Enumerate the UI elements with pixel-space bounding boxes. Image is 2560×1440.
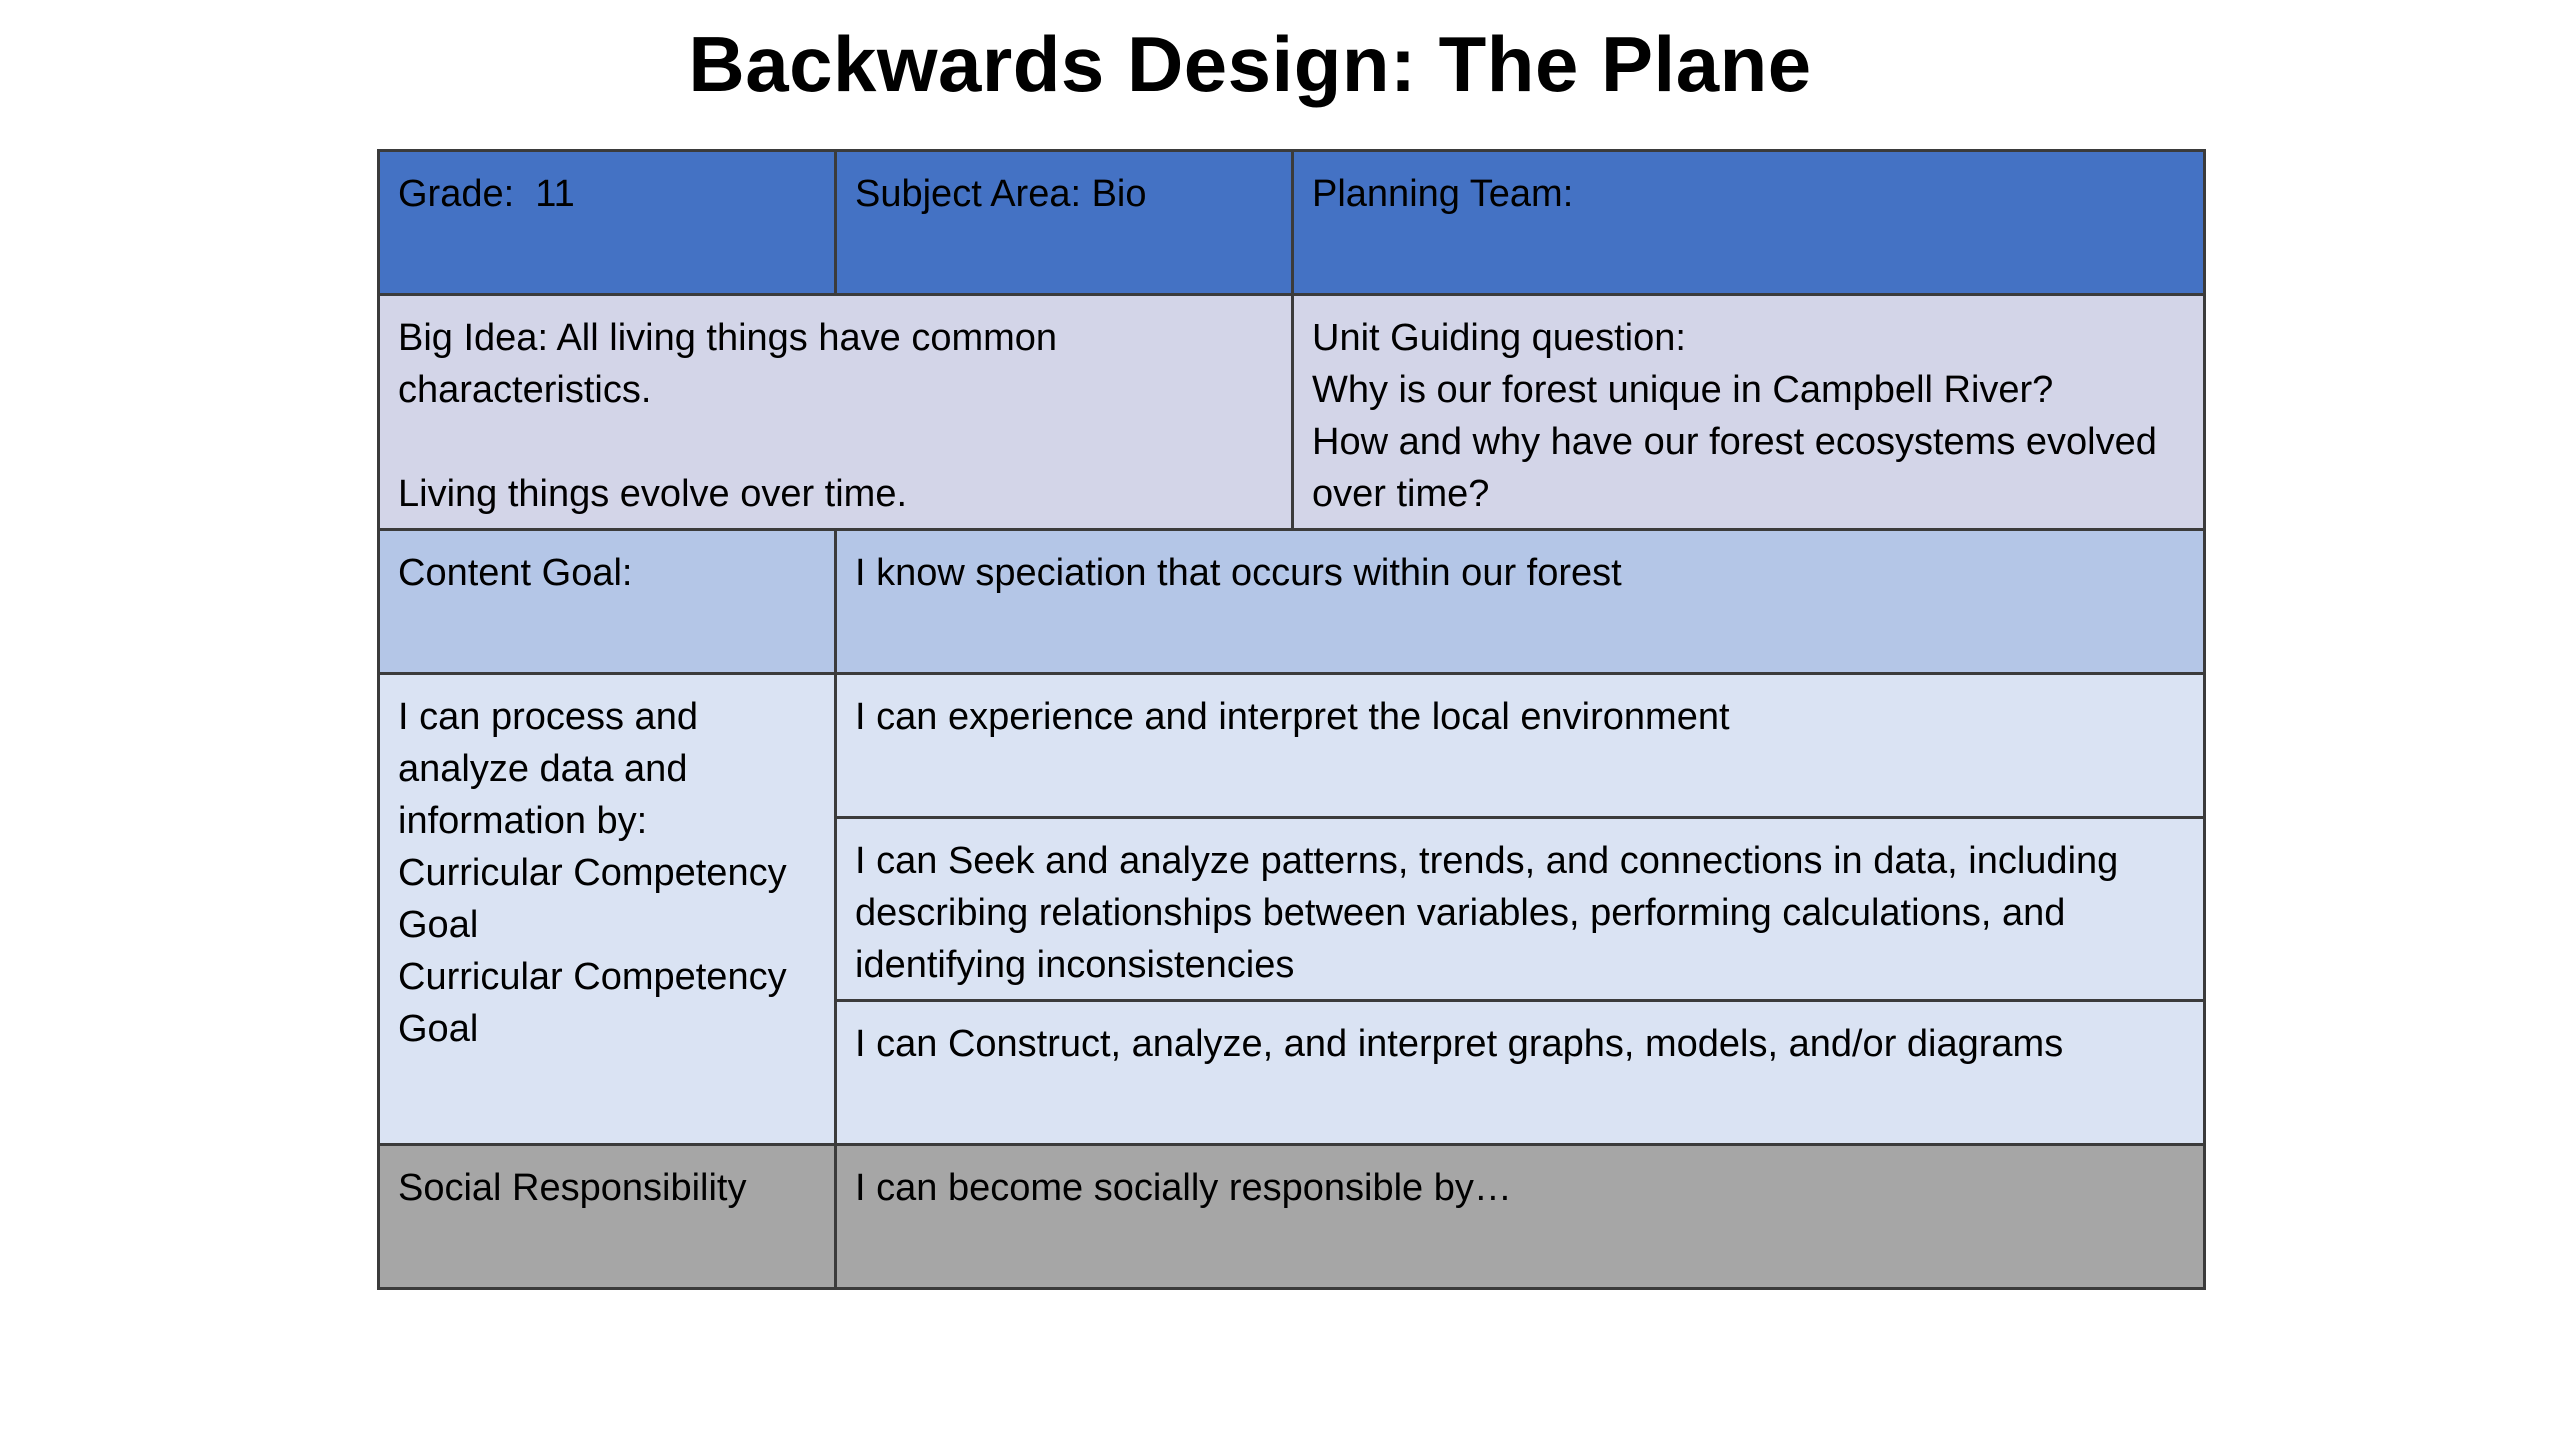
competency-item-1: I can experience and interpret the local…	[855, 696, 1730, 738]
guiding-question-1: Why is our forest unique in Campbell Riv…	[1312, 369, 2054, 411]
competency-item-cell-3: I can Construct, analyze, and interpret …	[834, 999, 2206, 1146]
competency-row-3: I can Construct, analyze, and interpret …	[379, 999, 2206, 1146]
competency-item-cell-1: I can experience and interpret the local…	[834, 672, 2206, 819]
guiding-question-2: How and why have our forest ecosystems e…	[1312, 421, 2157, 515]
social-responsibility-row: Social Responsibility I can become socia…	[377, 1143, 2206, 1290]
slide-title: Backwards Design: The Plane	[688, 20, 1812, 108]
content-goal-label: Content Goal:	[398, 552, 633, 594]
guiding-question-cell: Unit Guiding question: Why is our forest…	[1291, 293, 2206, 531]
grade-cell: Grade: 11	[377, 149, 837, 296]
grade-text: Grade: 11	[398, 173, 575, 215]
competency-item-cell-2: I can Seek and analyze patterns, trends,…	[834, 816, 2206, 1002]
competency-row-2: I can Seek and analyze patterns, trends,…	[379, 816, 2206, 1002]
competency-intro: I can process and analyze data and infor…	[398, 696, 698, 842]
competency-label-cell: I can process and analyze data and infor…	[377, 672, 837, 1146]
social-responsibility-text: I can become socially responsible by…	[855, 1167, 1512, 1209]
competency-item-3: I can Construct, analyze, and interpret …	[855, 1023, 2064, 1065]
big-idea-text: Big Idea: All living things have common …	[398, 317, 1058, 411]
social-responsibility-label-cell: Social Responsibility	[377, 1143, 837, 1290]
header-row: Grade: 11 Subject Area: Bio Planning Tea…	[377, 149, 2206, 296]
subject-area-text: Subject Area: Bio	[855, 173, 1147, 215]
competency-goal-2-label: Curricular Competency Goal	[398, 956, 787, 1050]
content-goal-text-cell: I know speciation that occurs within our…	[834, 528, 2206, 675]
planning-table: Grade: 11 Subject Area: Bio Planning Tea…	[377, 149, 2206, 1290]
social-responsibility-label: Social Responsibility	[398, 1167, 747, 1209]
social-responsibility-text-cell: I can become socially responsible by…	[834, 1143, 2206, 1290]
big-idea-row: Big Idea: All living things have common …	[377, 293, 2206, 531]
planning-team-cell: Planning Team:	[1291, 149, 2206, 296]
guiding-question-label: Unit Guiding question:	[1312, 317, 1686, 359]
competency-row-1: I can process and analyze data and infor…	[377, 672, 2206, 1146]
subject-area-cell: Subject Area: Bio	[834, 149, 1294, 296]
competency-item-2: I can Seek and analyze patterns, trends,…	[855, 840, 2119, 986]
content-goal-text: I know speciation that occurs within our…	[855, 552, 1622, 594]
planning-team-text: Planning Team:	[1312, 173, 1574, 215]
big-idea-cell: Big Idea: All living things have common …	[377, 293, 1294, 531]
competency-goal-1-label: Curricular Competency Goal	[398, 852, 787, 946]
content-goal-row: Content Goal: I know speciation that occ…	[377, 528, 2206, 675]
big-idea-text-2: Living things evolve over time.	[398, 473, 908, 515]
content-goal-label-cell: Content Goal:	[377, 528, 837, 675]
